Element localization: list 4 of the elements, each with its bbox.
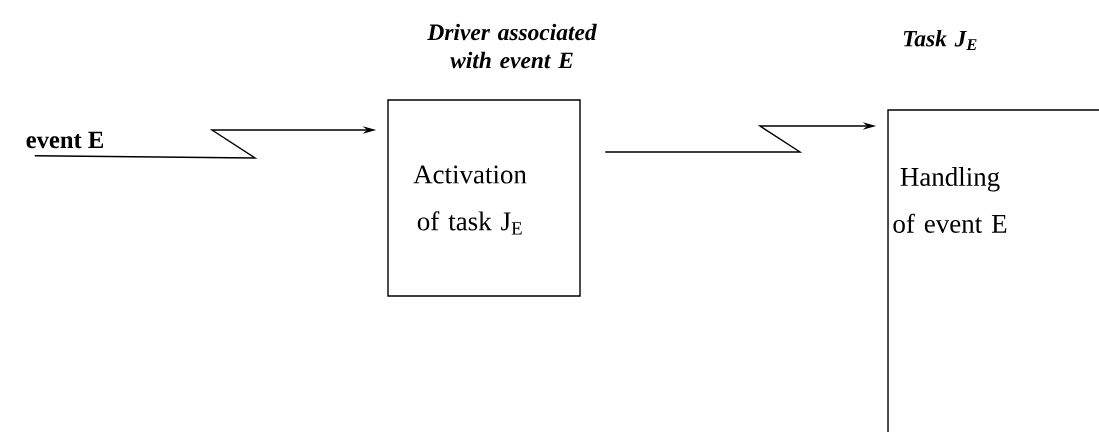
- event-label: event E: [26, 131, 103, 149]
- node-label: Driver associated with event E: [427, 23, 597, 69]
- task-box: Task J$_{E}$ Handling of event E: [887, 30, 1099, 432]
- process-box: Driver associated with event E Activation of task J$_{E}$: [387, 23, 597, 297]
